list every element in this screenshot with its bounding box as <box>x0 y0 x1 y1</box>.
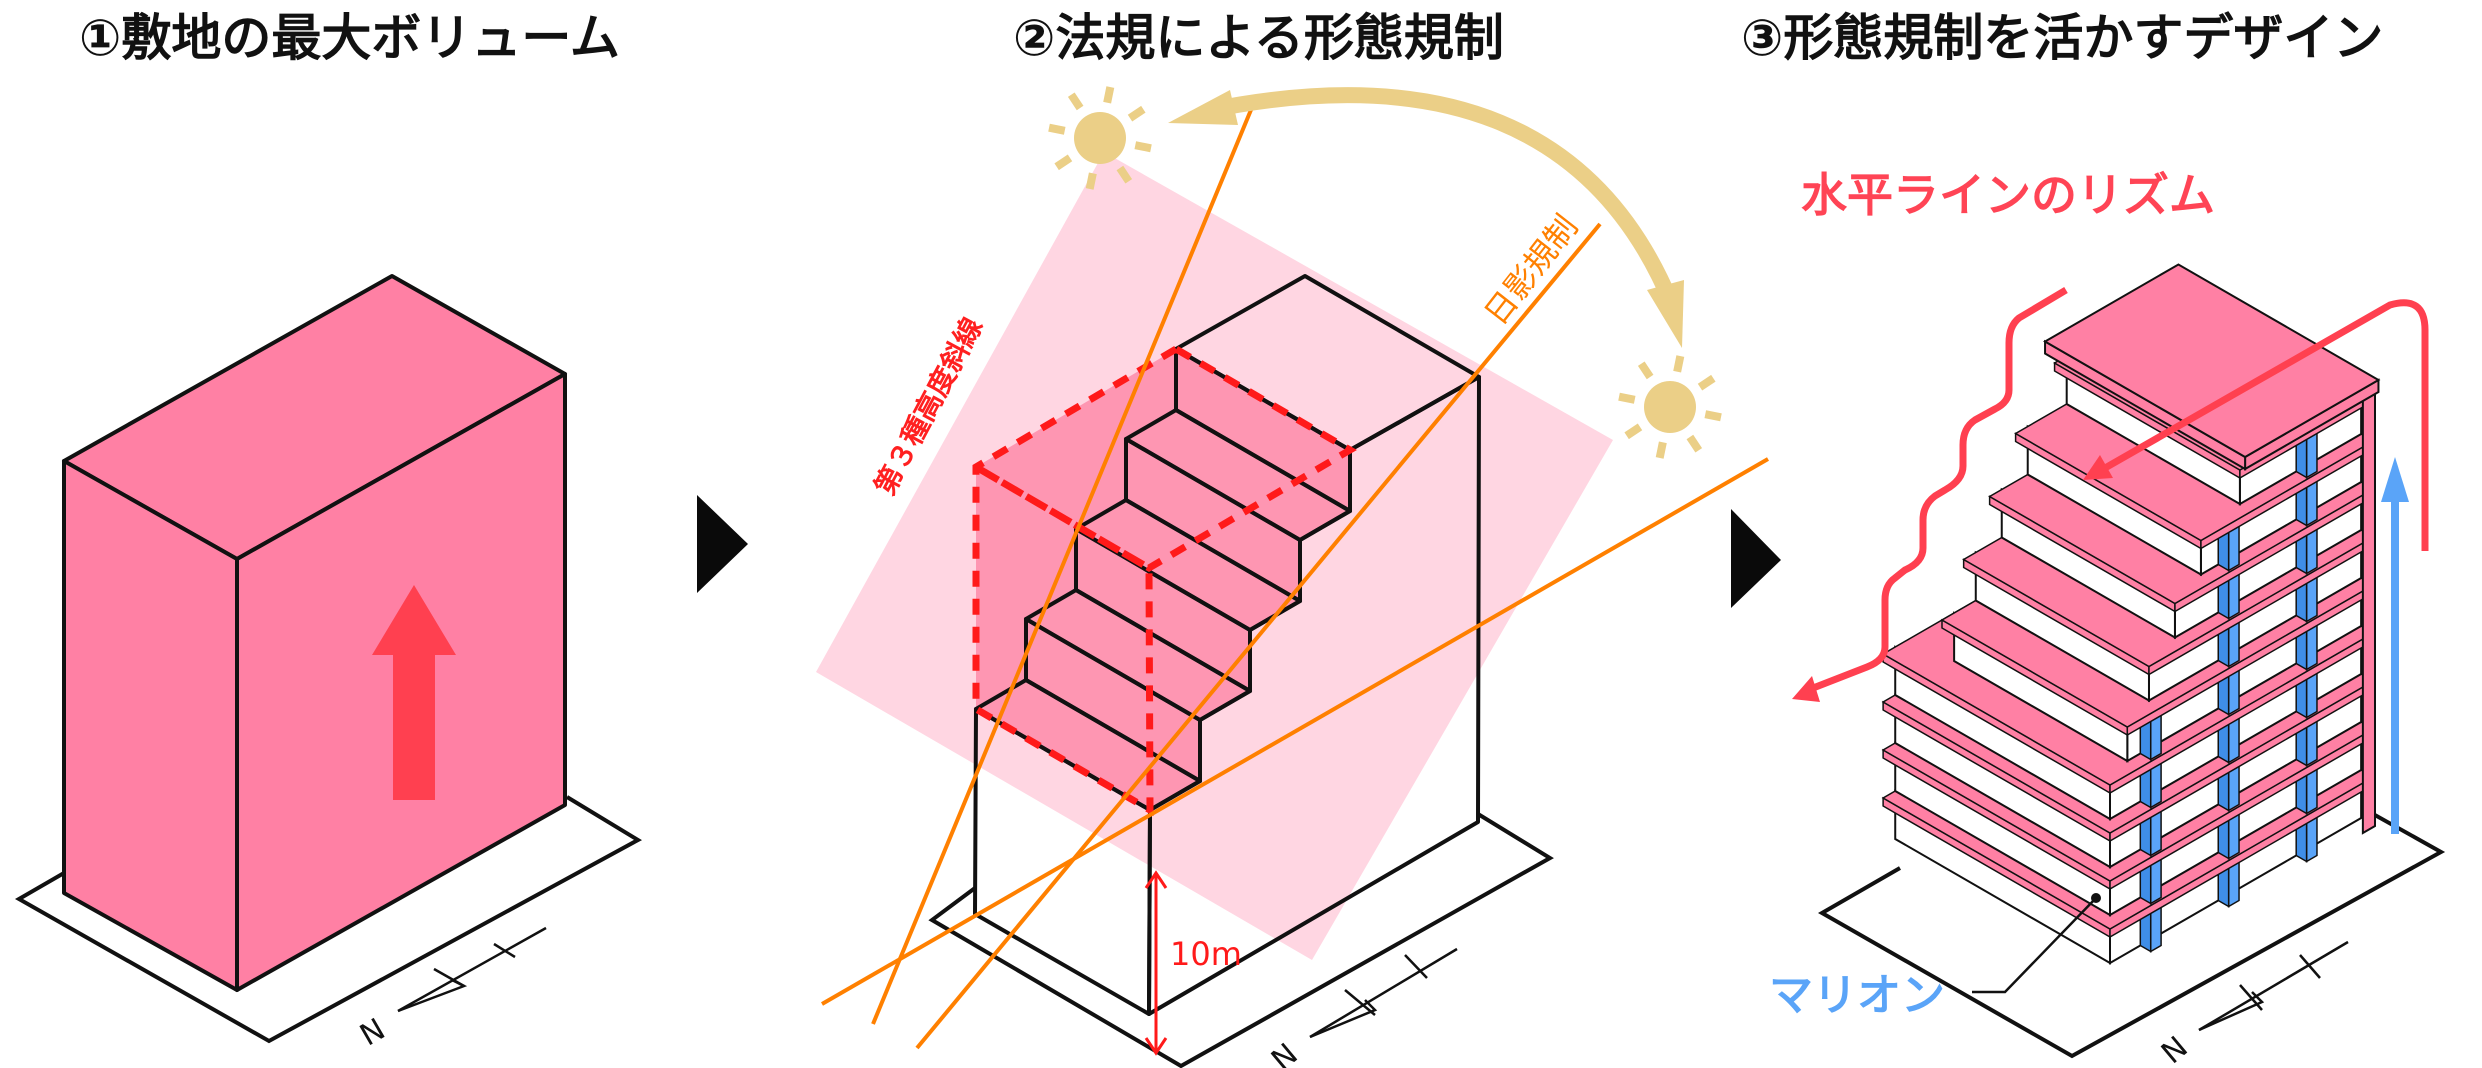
shadow-line <box>821 457 1769 1006</box>
arrowhead-icon <box>2083 455 2113 480</box>
arc-arrowhead-icon <box>1168 90 1238 125</box>
sun-ray <box>1048 123 1066 135</box>
sun-icon <box>1618 355 1722 459</box>
height-dimension-label: 10m <box>1170 935 1242 973</box>
sun-icon <box>1048 86 1152 190</box>
north-arrow-icon <box>397 926 547 1013</box>
rhythm-zigzag-arrow <box>1806 286 2068 694</box>
mullion-leader-line <box>1972 897 2097 994</box>
north-label: N <box>354 1012 391 1054</box>
sun-ray <box>1134 141 1152 153</box>
arrowhead-icon <box>1792 676 1820 702</box>
arc-arrowhead-icon <box>1647 280 1684 348</box>
rhythm-label: 水平ラインのリズム <box>1801 168 2215 222</box>
panel-max-volume: N <box>14 274 643 1054</box>
panel-design: 水平ラインのリズム マリオン N <box>1769 168 2446 1068</box>
sun-ray <box>1103 86 1115 104</box>
roof-slab-top <box>2043 263 2381 459</box>
sun-ray <box>1116 165 1133 184</box>
sun-ray <box>1085 172 1097 190</box>
sun-ray <box>1637 361 1654 380</box>
sun-disc <box>1644 381 1696 433</box>
north-arrow-icon <box>1309 947 1458 1039</box>
sun-ray <box>1067 92 1084 111</box>
north-label: N <box>1265 1037 1305 1068</box>
height-dimension <box>1144 870 1168 1056</box>
mullion-pointer-dot <box>2091 893 2101 903</box>
sun-ray <box>1704 410 1722 422</box>
site-ground <box>14 795 643 1044</box>
shadow-line <box>871 104 1255 1025</box>
site-ground <box>1817 803 2446 1059</box>
up-arrow-icon <box>372 585 456 800</box>
sun-ray <box>1686 434 1703 453</box>
sun-ray <box>1054 154 1073 171</box>
envelope-dashed-outline <box>972 345 1357 817</box>
sun-ray <box>1624 423 1643 440</box>
sun-ray <box>1697 374 1716 391</box>
title-step2: ②法規による形態規制 <box>1013 9 1504 67</box>
title-step1: ①敷地の最大ボリューム <box>79 9 620 67</box>
rhythm-return-arrow <box>2103 299 2429 551</box>
end-wall <box>2361 380 2376 835</box>
sun-disc <box>1074 112 1126 164</box>
north-arrow-icon <box>2198 940 2349 1032</box>
sun-ray <box>1655 441 1667 459</box>
terraced-building <box>1881 263 2381 965</box>
mullion-label: マリオン <box>1769 970 1945 1021</box>
title-step3: ③形態規制を活かすデザイン <box>1741 9 2383 67</box>
sun-ray <box>1618 392 1636 404</box>
site-ground <box>928 812 1554 1068</box>
sun-ray <box>1127 105 1146 122</box>
sun-path-arc <box>1208 87 1678 304</box>
panel-regulations: 第３種高度斜線 日影規制 10m N <box>816 86 1769 1068</box>
shadow-line <box>915 222 1602 1050</box>
vertical-arrow-shaft <box>2391 498 2399 834</box>
sun-ray <box>1673 355 1685 373</box>
shadow-regulation-label: 日影規制 <box>1477 208 1586 332</box>
north-label: N <box>2155 1030 2195 1068</box>
next-step-arrow-icon <box>697 495 748 593</box>
vertical-arrow-icon <box>2381 457 2409 502</box>
next-step-arrow-icon <box>1731 509 1781 608</box>
